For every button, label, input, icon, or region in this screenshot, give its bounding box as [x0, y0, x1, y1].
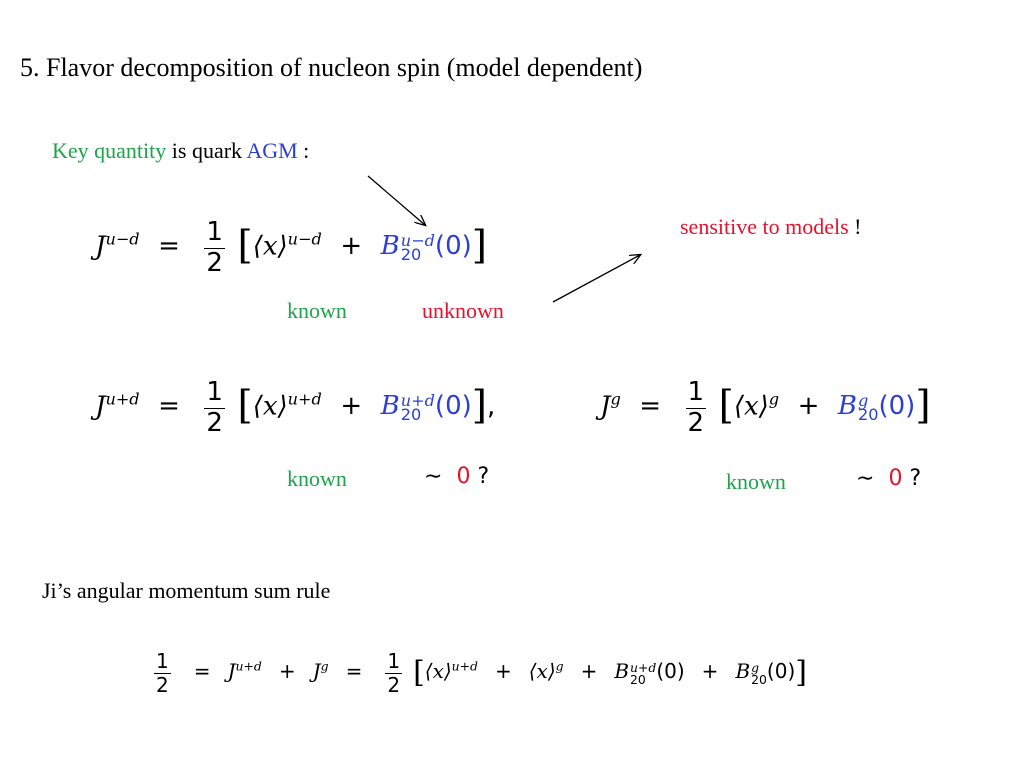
- eq1-x-term: ⟨x⟩: [252, 231, 288, 262]
- eq4-x1-sup: u+d: [451, 658, 478, 674]
- sensitive-text: sensitive to models: [680, 214, 849, 239]
- sensitive-note: sensitive to models !: [680, 214, 861, 240]
- eq3-equals: =: [639, 391, 662, 422]
- arrow-unknown-to-note: [552, 255, 640, 303]
- eq2-comma: ,: [486, 391, 496, 422]
- eq3-x-sup: g: [768, 389, 780, 409]
- eq2-lhs: J: [95, 391, 106, 422]
- eq1-x-sup: u−d: [287, 229, 322, 249]
- eq1-lhs: J: [95, 231, 106, 262]
- eq4-plus-1: +: [278, 659, 296, 684]
- eq3-approx-zero: ∼ 0 ?: [856, 466, 921, 491]
- eq4-j1-sup: u+d: [235, 658, 262, 674]
- eq4-j2-sup: g: [320, 658, 329, 674]
- eq4-plus-4: +: [701, 659, 719, 684]
- eq2-known-label: known: [287, 466, 347, 491]
- eq4-plus-3: +: [580, 659, 598, 684]
- eq4-j2: J: [312, 659, 321, 684]
- key-quantity-line: Key quantity is quark AGM :: [52, 138, 309, 164]
- question-right: ?: [909, 466, 922, 491]
- eq2-x-sup: u+d: [287, 389, 322, 409]
- slide-title: 5. Flavor decomposition of nucleon spin …: [20, 53, 643, 82]
- key-quantity-label: Key quantity: [52, 138, 167, 163]
- eq3-lhs-sup: g: [610, 389, 621, 409]
- eq3-x-term: ⟨x⟩: [733, 391, 769, 422]
- eq1-lhs-sup: u−d: [105, 229, 140, 249]
- eq4-equals-2: =: [345, 659, 363, 684]
- eq2-equals: =: [158, 391, 180, 422]
- sensitive-bang: !: [848, 214, 862, 239]
- zero-left: 0: [456, 464, 471, 489]
- eq4-plus-2: +: [494, 659, 512, 684]
- sum-rule-heading: Ji’s angular momentum sum rule: [42, 578, 331, 603]
- eq1-known-label: known: [287, 298, 347, 323]
- key-quantity-middle: is quark: [166, 138, 247, 163]
- eq4-j1: J: [227, 659, 236, 684]
- zero-right: 0: [888, 466, 903, 491]
- eq1-plus: +: [340, 231, 363, 262]
- key-quantity-colon: :: [297, 138, 310, 163]
- eq4-equals-1: =: [193, 659, 211, 684]
- eq1-equals: =: [158, 231, 180, 262]
- eq2-plus: +: [340, 391, 363, 422]
- eq4-x1: ⟨x⟩: [424, 659, 452, 684]
- question-left: ?: [477, 464, 490, 489]
- eq4-x2: ⟨x⟩: [528, 659, 556, 684]
- eq3-lhs: J: [600, 391, 611, 422]
- eq1-unknown-label: unknown: [422, 298, 504, 323]
- arrow-agm-to-b: [367, 175, 425, 225]
- eq2-x-term: ⟨x⟩: [252, 391, 288, 422]
- eq2-approx-zero: ∼ 0 ?: [424, 464, 489, 489]
- eq2-lhs-sup: u+d: [105, 389, 140, 409]
- tilde-left: ∼: [424, 464, 443, 489]
- agm-label: AGM: [246, 138, 298, 163]
- tilde-right: ∼: [856, 466, 875, 491]
- eq3-known-label: known: [726, 469, 786, 494]
- eq3-plus: +: [797, 391, 820, 422]
- eq4-x2-sup: g: [555, 658, 564, 674]
